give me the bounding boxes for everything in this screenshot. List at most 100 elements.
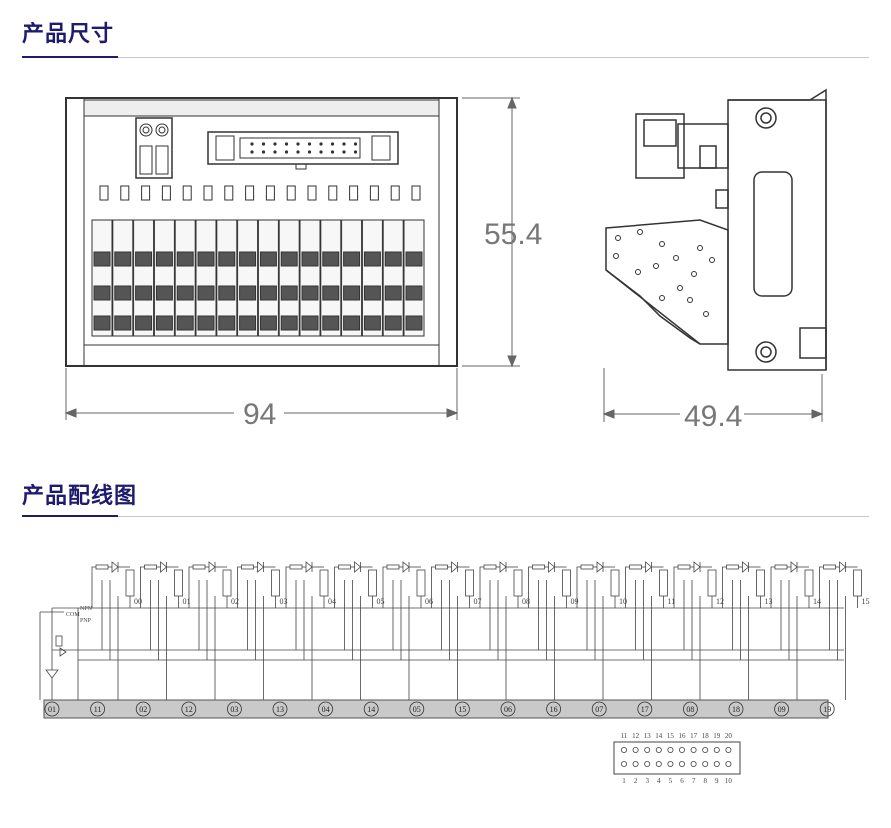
mounting-hole bbox=[637, 229, 643, 235]
connector-pin bbox=[250, 150, 254, 154]
led-indicator bbox=[182, 185, 192, 201]
terminal-clamp bbox=[405, 315, 423, 331]
terminal-clamp bbox=[301, 251, 319, 267]
terminal-number: 02 bbox=[139, 705, 147, 714]
pin-number: 5 bbox=[669, 777, 673, 785]
front-view bbox=[65, 97, 458, 367]
terminal-clamp bbox=[155, 285, 173, 301]
channel-label: 14 bbox=[813, 597, 821, 606]
pin-hole bbox=[667, 760, 674, 767]
pin-number: 2 bbox=[634, 777, 638, 785]
pin-number: 13 bbox=[644, 732, 652, 740]
resistor bbox=[726, 564, 739, 570]
terminal-clamp bbox=[176, 315, 194, 331]
connector-pin bbox=[307, 142, 312, 146]
resistor bbox=[580, 564, 594, 570]
connector-pin bbox=[353, 150, 358, 154]
pin-number: 11 bbox=[621, 732, 628, 740]
terminal-number-circle bbox=[683, 701, 698, 717]
terminal-number-circle bbox=[591, 701, 607, 717]
terminal-clamp bbox=[384, 315, 402, 331]
terminal-clamp bbox=[93, 285, 111, 301]
depth-dimension bbox=[602, 368, 824, 422]
terminal-clamp bbox=[197, 315, 215, 331]
channel-label: 00 bbox=[134, 597, 142, 606]
pnp-label: PNP bbox=[80, 618, 92, 624]
led-indicator bbox=[411, 185, 421, 201]
terminal-clamp bbox=[239, 251, 257, 267]
connector-pin bbox=[330, 142, 335, 146]
terminal-clamp bbox=[135, 285, 153, 301]
terminal-clamp bbox=[301, 285, 319, 301]
led-symbol bbox=[160, 561, 168, 573]
pin-hole bbox=[702, 760, 709, 767]
mounting-hole bbox=[613, 253, 619, 259]
pin-hole bbox=[632, 760, 639, 767]
terminal-symbol bbox=[271, 569, 280, 597]
connector-pin bbox=[353, 142, 358, 146]
mounting-hole bbox=[659, 241, 665, 247]
pin-number: 16 bbox=[679, 732, 687, 740]
terminal-number: 15 bbox=[458, 705, 466, 714]
terminal-clamp bbox=[176, 251, 194, 267]
pin-number: 9 bbox=[715, 777, 719, 785]
dimension-drawing: 55.4 94 49.4 bbox=[64, 88, 827, 433]
terminal-number-circle bbox=[409, 701, 425, 717]
resistor bbox=[192, 564, 206, 570]
terminal-block bbox=[320, 219, 342, 337]
pin-number: 19 bbox=[713, 732, 721, 740]
terminal-number-circle bbox=[44, 701, 60, 717]
terminal-symbol bbox=[610, 569, 620, 597]
connector-pin bbox=[342, 142, 346, 146]
resistor bbox=[435, 564, 448, 570]
section-divider-accent bbox=[22, 515, 118, 517]
mounting-hole bbox=[615, 235, 621, 241]
led-indicator bbox=[245, 185, 255, 201]
terminal-clamp bbox=[259, 285, 277, 301]
pin-hole bbox=[655, 746, 662, 753]
terminal-clamp bbox=[155, 251, 173, 267]
terminal-number: 04 bbox=[322, 705, 330, 714]
resistor bbox=[289, 564, 303, 570]
resistor bbox=[386, 564, 400, 570]
terminal-block bbox=[257, 219, 279, 337]
led-indicator bbox=[224, 185, 234, 201]
terminal-symbol bbox=[416, 569, 426, 597]
terminal-clamp bbox=[280, 285, 298, 301]
terminal-clamp bbox=[218, 251, 236, 267]
pin-number: 4 bbox=[657, 777, 661, 785]
pin-hole bbox=[690, 746, 697, 753]
led-symbol bbox=[111, 561, 119, 573]
bus-lines bbox=[51, 607, 844, 700]
led-indicator bbox=[141, 185, 151, 201]
terminal-number-circle bbox=[135, 701, 151, 717]
terminal-clamp bbox=[343, 315, 361, 331]
resistor bbox=[629, 564, 642, 570]
connector-pin bbox=[284, 150, 289, 154]
mounting-hole bbox=[635, 269, 641, 275]
terminal-clamp bbox=[239, 315, 257, 331]
connector-pin bbox=[307, 150, 312, 154]
led-indicator bbox=[265, 185, 275, 201]
terminal-symbol bbox=[804, 569, 814, 597]
mounting-hole bbox=[691, 271, 697, 277]
pin-hole bbox=[713, 760, 720, 767]
channel-label: 04 bbox=[328, 597, 336, 606]
led-indicator bbox=[161, 185, 171, 201]
channel-label: 01 bbox=[183, 597, 191, 606]
terminal-number: 19 bbox=[823, 705, 831, 714]
connector-pin bbox=[296, 142, 300, 146]
terminal-number: 13 bbox=[276, 705, 284, 714]
terminal-number: 17 bbox=[641, 705, 649, 714]
terminal-clamp bbox=[259, 251, 277, 267]
led-indicator bbox=[307, 185, 317, 201]
terminal-number-circle bbox=[500, 701, 516, 717]
resistor bbox=[95, 564, 109, 570]
resistor bbox=[241, 564, 254, 570]
terminal-block bbox=[278, 219, 300, 337]
led-indicator bbox=[328, 185, 338, 201]
terminal-number-circle bbox=[728, 701, 744, 717]
terminal-clamp bbox=[405, 285, 423, 301]
